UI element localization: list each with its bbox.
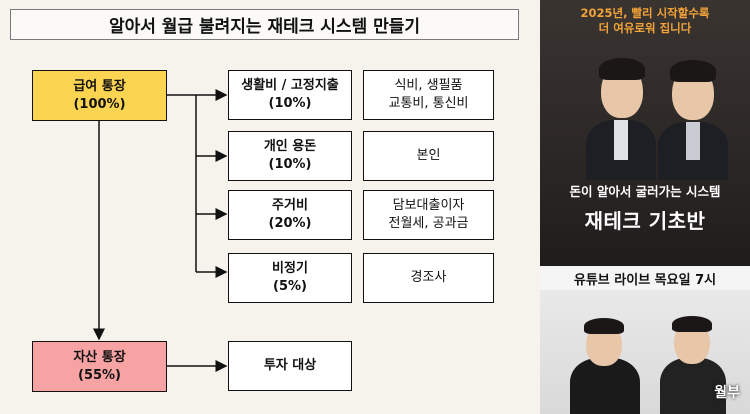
- person-right: [660, 314, 726, 414]
- connector-lines: [93, 89, 228, 372]
- person-left: [570, 318, 640, 414]
- detail-box-living: 식비, 생필품 교통비, 통신비: [363, 70, 494, 120]
- category-pct: (5%): [273, 279, 307, 294]
- detail-line: 담보대출이자: [392, 198, 465, 213]
- ad-headline: 2025년, 빨리 시작할수록 더 여유로워 집니다: [540, 6, 750, 36]
- asset-account-pct: (55%): [78, 367, 121, 383]
- category-pct: (10%): [268, 96, 312, 111]
- category-label: 비정기: [272, 261, 308, 276]
- salary-account-label: 급여 통장: [73, 78, 126, 94]
- detail-line: 식비, 생필품: [394, 78, 463, 93]
- live-schedule-bar: 유튜브 라이브 목요일 7시: [540, 266, 750, 290]
- category-box-housing: 주거비 (20%): [228, 190, 352, 240]
- ad-subtitle: 돈이 알아서 굴러가는 시스템: [569, 184, 721, 199]
- detail-line: 교통비, 통신비: [388, 96, 469, 111]
- category-label: 개인 용돈: [263, 139, 317, 154]
- slide-title: 알아서 월급 불려지는 재테크 시스템 만들기: [10, 9, 519, 40]
- ad-headline-line: 2025년, 빨리 시작할수록: [580, 6, 710, 20]
- watermark: 월부: [714, 385, 740, 401]
- category-label: 생활비 / 고정지출: [241, 78, 339, 93]
- salary-account-pct: (100%): [73, 96, 126, 112]
- detail-line: 전월세, 공과금: [388, 216, 469, 231]
- detail-box-allowance: 본인: [363, 131, 494, 181]
- slide: 알아서 월급 불려지는 재테크 시스템 만들기 급여 통장 (100%) 생활비…: [10, 9, 519, 392]
- ad-main-title: 재테크 기초반: [584, 209, 706, 233]
- category-box-irregular: 비정기 (5%): [228, 253, 352, 303]
- side-panel: 2025년, 빨리 시작할수록 더 여유로워 집니다 돈이 알아서 굴러가는 시…: [540, 0, 750, 414]
- presenter-photo-right: [658, 52, 728, 180]
- detail-line: 경조사: [410, 270, 447, 285]
- presenter-photo-left: [586, 50, 656, 180]
- category-box-allowance: 개인 용돈 (10%): [228, 131, 352, 181]
- course-ad-banner[interactable]: 2025년, 빨리 시작할수록 더 여유로워 집니다 돈이 알아서 굴러가는 시…: [540, 0, 750, 266]
- investment-label: 투자 대상: [263, 358, 317, 373]
- asset-account-label: 자산 통장: [73, 349, 126, 365]
- video-thumbnail[interactable]: 월부: [540, 290, 750, 414]
- investment-box: 투자 대상: [228, 341, 352, 391]
- detail-box-irregular: 경조사: [363, 253, 494, 303]
- ad-headline-line: 더 여유로워 집니다: [598, 21, 692, 35]
- category-pct: (20%): [268, 216, 312, 231]
- detail-box-housing: 담보대출이자 전월세, 공과금: [363, 190, 494, 240]
- category-pct: (10%): [268, 157, 312, 172]
- asset-account-box: 자산 통장 (55%): [32, 341, 167, 392]
- detail-line: 본인: [416, 148, 441, 163]
- salary-account-box: 급여 통장 (100%): [32, 70, 167, 121]
- category-label: 주거비: [272, 198, 308, 213]
- category-box-living: 생활비 / 고정지출 (10%): [228, 70, 352, 120]
